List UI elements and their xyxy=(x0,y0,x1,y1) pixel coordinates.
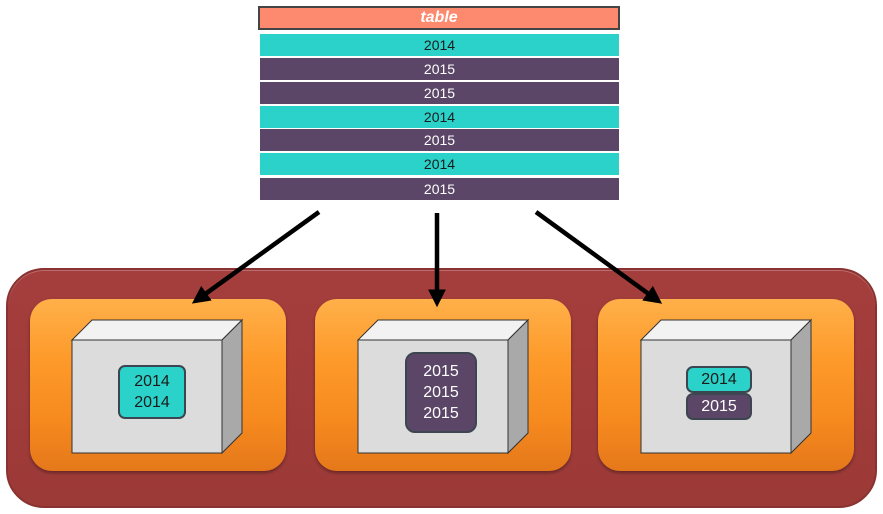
chip-label: 2015 xyxy=(701,398,737,415)
table-row: 2015 xyxy=(260,129,619,151)
table-row: 2014 xyxy=(260,153,619,175)
partition-chip: 2015 xyxy=(686,393,752,420)
table-row: 2015 xyxy=(260,178,619,200)
chip-label: 2015 xyxy=(423,363,459,380)
partition-chip: 2015 2015 2015 xyxy=(405,352,477,433)
table-header: table xyxy=(258,6,620,30)
arrow-right xyxy=(534,210,663,304)
chip-label: 2014 xyxy=(701,371,737,388)
chip-label: 2014 xyxy=(134,394,170,411)
chip-label: 2015 xyxy=(423,384,459,401)
table-row: 2015 xyxy=(260,58,619,80)
table-row: 2014 xyxy=(260,34,619,56)
chip-label: 2014 xyxy=(134,373,170,390)
chip-label: 2015 xyxy=(423,405,459,422)
partition-chip: 2014 xyxy=(686,366,752,393)
table-row: 2014 xyxy=(260,106,619,128)
arrow-left xyxy=(191,210,321,304)
partition-chip: 2014 2014 xyxy=(118,365,186,419)
table-row: 2015 xyxy=(260,82,619,104)
